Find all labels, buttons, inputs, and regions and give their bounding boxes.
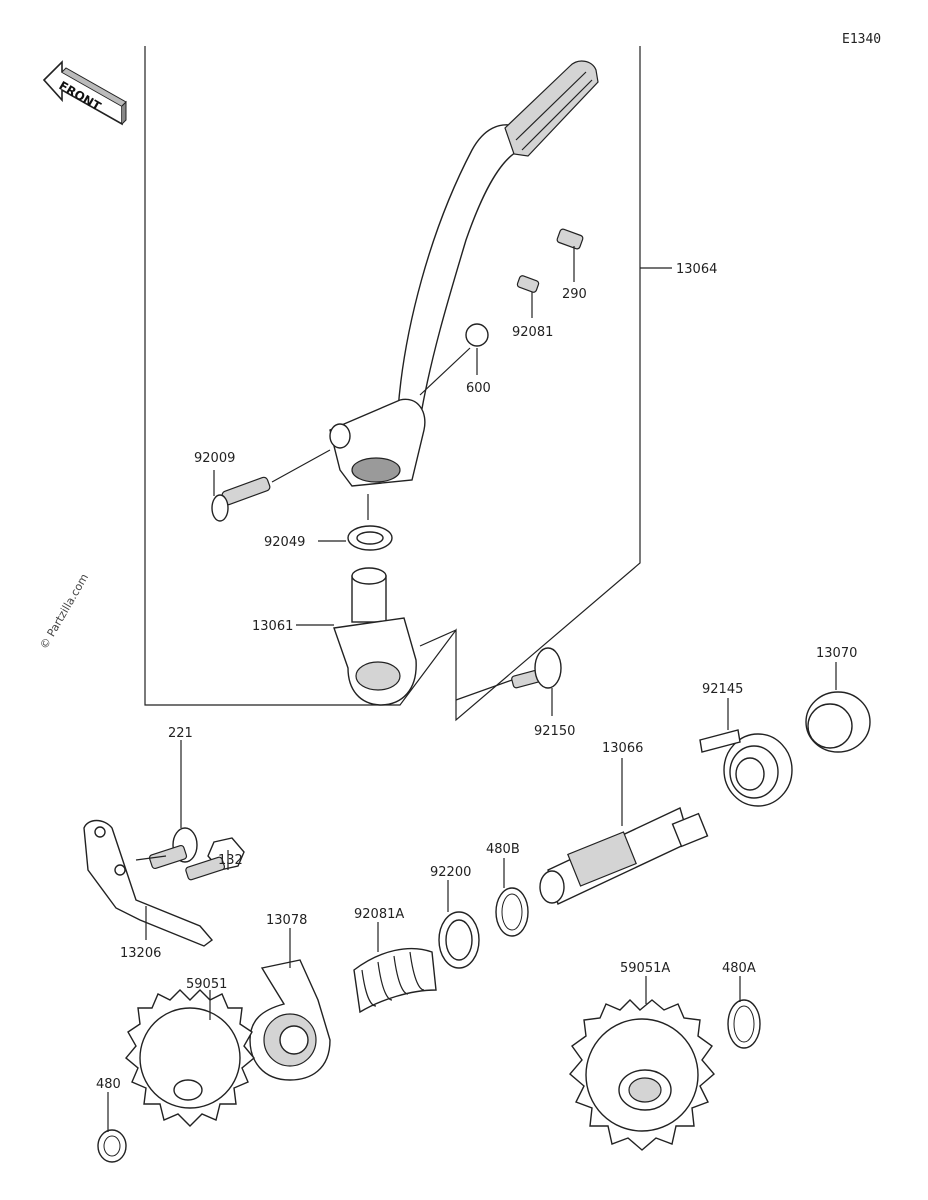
part-480B-circlip: 480B [486, 842, 529, 937]
svg-text:132: 132 [218, 853, 243, 868]
svg-text:480B: 480B [486, 842, 520, 857]
svg-text:92145: 92145 [702, 682, 743, 697]
svg-text:290: 290 [562, 287, 587, 302]
part-92049-washer: 92049 [264, 494, 393, 551]
svg-text:13078: 13078 [266, 913, 307, 928]
assembly-bracket [144, 46, 641, 722]
part-480A-circlip: 480A [722, 961, 761, 1049]
svg-text:480: 480 [96, 1077, 121, 1092]
part-600-ball: 600 [419, 323, 491, 396]
svg-text:92081: 92081 [512, 325, 553, 340]
part-290: 290 [556, 228, 587, 302]
part-92009-bolt: 92009 [194, 449, 331, 522]
part-59051-gear: 59051 [125, 977, 255, 1127]
svg-text:92009: 92009 [194, 451, 235, 466]
svg-text:92081A: 92081A [354, 907, 404, 922]
part-92150-bolt: 92150 [455, 647, 575, 739]
part-13061-boss: 13061 [252, 567, 457, 706]
part-13206-plate: 13206 [83, 819, 214, 961]
diagram-code: E1340 [842, 32, 881, 47]
svg-text:480A: 480A [722, 961, 756, 976]
label-13064: 13064 [676, 262, 717, 277]
svg-text:59051: 59051 [186, 977, 227, 992]
part-480-circlip: 480 [96, 1077, 127, 1163]
part-132-bolt: 132 [185, 837, 245, 881]
kick-pedal-lever [329, 60, 599, 487]
part-59051A-gear: 59051A [569, 961, 715, 1151]
part-92145-spring: 92145 [699, 682, 793, 807]
svg-text:600: 600 [466, 381, 491, 396]
svg-text:13061: 13061 [252, 619, 293, 634]
part-13070-collar: 13070 [805, 646, 871, 753]
part-13078-ratchet: 13078 [249, 913, 331, 1081]
part-13066-shaft: 13066 [539, 741, 709, 905]
svg-text:92150: 92150 [534, 724, 575, 739]
part-92200-washer: 92200 [430, 865, 480, 969]
part-92081A-spring: 92081A [353, 907, 437, 1014]
svg-text:13066: 13066 [602, 741, 643, 756]
watermark: © Partzilla.com [37, 571, 91, 651]
part-92081: 92081 [512, 275, 553, 340]
svg-text:221: 221 [168, 726, 193, 741]
part-221-bolt: 221 [148, 726, 198, 870]
svg-text:13206: 13206 [120, 946, 161, 961]
front-arrow-icon: FRONT [42, 60, 127, 126]
svg-text:92200: 92200 [430, 865, 471, 880]
svg-text:59051A: 59051A [620, 961, 670, 976]
svg-text:13070: 13070 [816, 646, 857, 661]
svg-text:92049: 92049 [264, 535, 305, 550]
